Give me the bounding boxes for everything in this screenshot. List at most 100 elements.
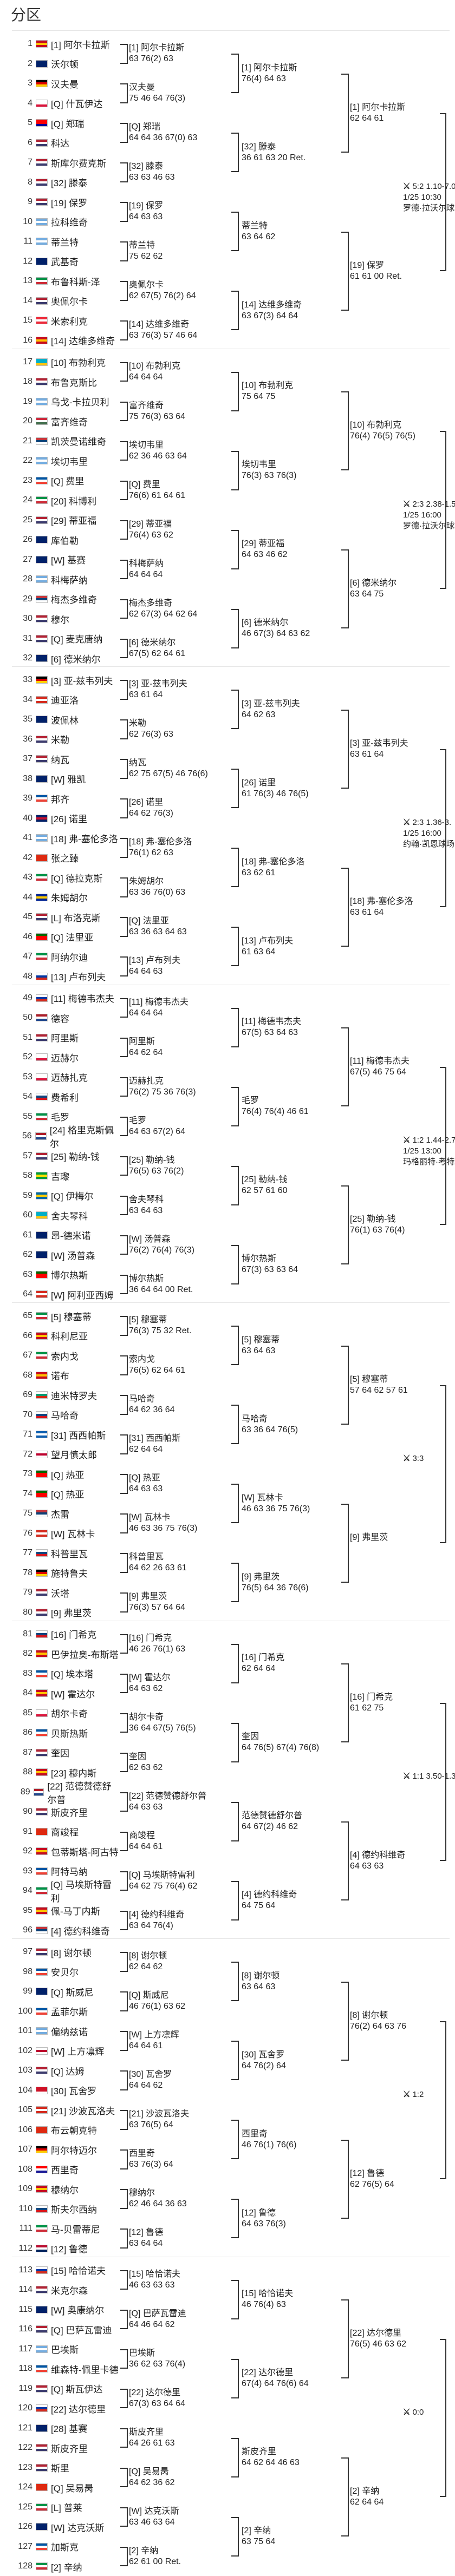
- player-row[interactable]: 16[14] 达维多维奇: [12, 331, 120, 350]
- player-row[interactable]: 119[Q] 斯瓦伊达: [12, 2379, 120, 2398]
- player-row[interactable]: 41[18] 弗-塞伦多洛: [12, 828, 120, 848]
- player-row[interactable]: 45[L] 布洛克斯: [12, 907, 120, 927]
- player-row[interactable]: 71[31] 西西帕斯: [12, 1425, 120, 1444]
- player-row[interactable]: 103[Q] 达姆: [12, 2061, 120, 2080]
- player-row[interactable]: 104[30] 瓦舍罗: [12, 2081, 120, 2100]
- player-row[interactable]: 83[Q] 埃本塔: [12, 1664, 120, 1683]
- player-row[interactable]: 23[Q] 费里: [12, 471, 120, 490]
- player-row[interactable]: 5[Q] 郑瑞: [12, 113, 120, 133]
- player-row[interactable]: 116[Q] 巴萨瓦雷迪: [12, 2319, 120, 2339]
- player-row[interactable]: 121[28] 基赛: [12, 2418, 120, 2438]
- player-row[interactable]: 89[22] 范德赞德舒尔普: [12, 1781, 120, 1805]
- player-row[interactable]: 80[9] 弗里茨: [12, 1603, 120, 1622]
- player-row[interactable]: 102[W] 上方凛辉: [12, 2041, 120, 2061]
- player-row[interactable]: 115[W] 奥康纳尔: [12, 2300, 120, 2319]
- player-row[interactable]: 99[Q] 斯威尼: [12, 1982, 120, 2001]
- player-row[interactable]: 8[32] 滕泰: [12, 173, 120, 192]
- player-row[interactable]: 88[23] 穆内斯: [12, 1762, 120, 1782]
- player-row[interactable]: 128[2] 辛纳: [12, 2557, 120, 2576]
- player-row[interactable]: 17[10] 布勃利克: [12, 352, 120, 372]
- player-row[interactable]: 73[Q] 热亚: [12, 1464, 120, 1484]
- player-row[interactable]: 125[L] 普莱: [12, 2498, 120, 2517]
- player-row[interactable]: 24[20] 科博利: [12, 490, 120, 510]
- player-row[interactable]: 40[26] 诺里: [12, 809, 120, 828]
- round4-match[interactable]: [9] 弗里茨: [350, 1532, 388, 1543]
- player-row[interactable]: 48[13] 卢布列夫: [12, 967, 120, 986]
